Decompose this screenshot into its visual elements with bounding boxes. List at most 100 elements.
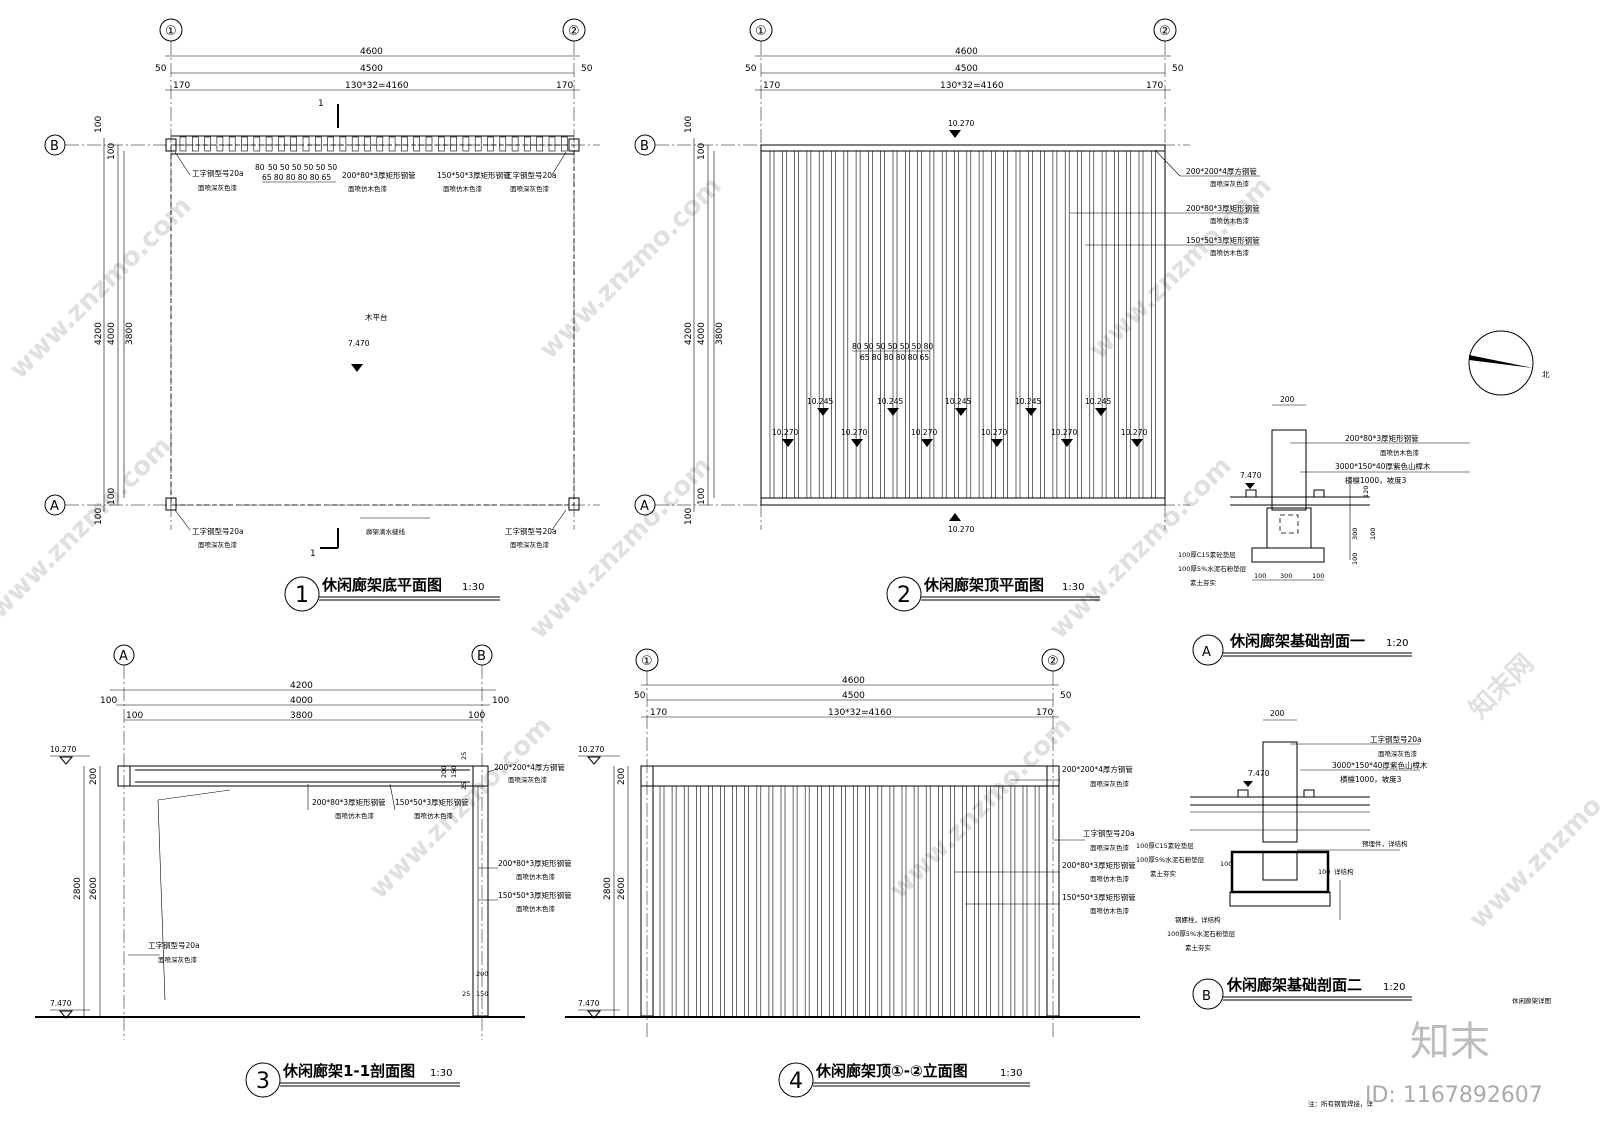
dim-100: 100: [697, 143, 707, 160]
note-paint: 面喷仿木色漆: [335, 811, 375, 820]
dim-200: 200: [476, 970, 488, 978]
dim-130x32: 130*32=4160: [940, 81, 1004, 91]
note-gutter: 廊架滴水缝线: [366, 527, 406, 536]
note-tube: 200*200*4厚方钢管: [494, 762, 565, 772]
note-tube: 150*50*3厚矩形钢管: [395, 797, 469, 807]
slat: [204, 136, 211, 152]
view-scale: 1:30: [1062, 582, 1084, 593]
view-a-foundation: 200 7.470 200*80*3厚矩形钢管 面喷仿木色漆 3000*150*…: [1178, 395, 1470, 666]
footing: [1230, 850, 1330, 894]
dim-50: 50: [745, 64, 757, 74]
dim-200: 200: [1270, 709, 1285, 718]
view-number: A: [1202, 645, 1211, 660]
view-number-circle: [1192, 634, 1224, 666]
north-arrow: 北: [1468, 330, 1550, 396]
slat: [228, 136, 236, 152]
view-title: 休闲廊架1-1剖面图: [282, 1062, 415, 1080]
dim-50: 50: [581, 64, 593, 74]
note-steel: 工字钢型号20a: [1370, 734, 1422, 744]
column: [568, 497, 580, 511]
slat: [388, 136, 396, 152]
note-paint: 面喷深灰色漆: [158, 955, 198, 964]
note-paint: 面喷深灰色漆: [1378, 749, 1418, 758]
note-tube: 200*200*4厚方钢管: [1186, 166, 1257, 176]
note-joist: 横檩1000，坡度3: [1340, 774, 1402, 784]
note-paint: 面喷仿木色漆: [1210, 216, 1250, 225]
dim-300: 300: [1351, 528, 1359, 540]
footing: [1266, 507, 1312, 549]
note-soil: 素土夯实: [1190, 578, 1217, 587]
note-paint: 面喷仿木色漆: [1090, 874, 1130, 883]
note-paint: 面喷仿木色漆: [1210, 248, 1250, 257]
elevation-slats: [659, 786, 1040, 1016]
note-tube: 200*200*4厚方钢管: [1062, 764, 1133, 774]
watermark-id: ID: 1167892607: [1365, 1083, 1543, 1108]
note-soil: 素土夯实: [1185, 943, 1212, 952]
dim-120: 120: [1362, 486, 1370, 498]
dim-170: 170: [650, 708, 667, 718]
dim-200: 200: [440, 766, 448, 778]
column: [165, 138, 177, 152]
level: 7.470: [578, 999, 600, 1008]
watermark-text: www.znzmo.com: [1084, 171, 1278, 365]
slat: [524, 136, 531, 152]
note-tube: 150*50*3厚矩形钢管: [1186, 235, 1260, 245]
slat: [437, 136, 445, 152]
slat: [216, 136, 224, 152]
slat: [511, 136, 519, 152]
footing-pad: [1251, 547, 1325, 563]
note-stone: 100厚5%水泥石粉垫层: [1178, 564, 1247, 573]
dim-150: 150: [476, 990, 488, 998]
dim-2600: 2600: [617, 877, 627, 900]
note-steel: 工字钢型号20a: [192, 526, 244, 536]
note-paint: 面喷仿木色漆: [348, 184, 388, 193]
dim-4500: 4500: [955, 64, 978, 74]
level: 10.245: [945, 397, 971, 406]
dim-4000: 4000: [107, 322, 117, 345]
watermark-text: www.znzmo.com: [524, 451, 718, 645]
level: 10.270: [948, 119, 974, 128]
dim-170: 170: [556, 81, 573, 91]
dim-3800: 3800: [290, 711, 313, 721]
dim-100: 100: [100, 696, 117, 706]
view-number: B: [1202, 989, 1211, 1004]
dim-100: 100: [1312, 572, 1324, 580]
dim-50: 50: [634, 691, 646, 701]
view-b-foundation: 200 7.470 工字钢型号20a 面喷深灰色漆 3000*150*40厚紫色…: [1136, 709, 1551, 1010]
note-tube: 200*80*3厚矩形钢管: [1186, 203, 1260, 213]
note-steel: 工字钢型号20a: [505, 526, 557, 536]
dim-2600: 2600: [89, 877, 99, 900]
level: 10.245: [877, 397, 903, 406]
note-tube: 200*80*3厚矩形钢管: [1062, 860, 1136, 870]
dim-200: 200: [89, 768, 99, 785]
dim-4600: 4600: [842, 676, 865, 686]
slat: [364, 136, 371, 152]
dim-4200: 4200: [684, 322, 694, 345]
view-number: 1: [295, 583, 309, 608]
axis-label-1: ①: [755, 24, 767, 39]
column-section: [1271, 429, 1307, 511]
slat: [278, 136, 285, 152]
dim-row: 80: [255, 163, 265, 172]
dim-row: 50 50 50 50 50 50: [268, 163, 337, 172]
note-paint: 面喷深灰色漆: [198, 183, 238, 192]
footing-pad: [1229, 891, 1331, 907]
dim-130x32: 130*32=4160: [345, 81, 409, 91]
level: 10.245: [1085, 397, 1111, 406]
dim-4600: 4600: [955, 47, 978, 57]
view-scale: 1:30: [430, 1068, 452, 1079]
note-deck: 木平台: [365, 312, 388, 322]
note-paint: 面喷深灰色漆: [1090, 843, 1130, 852]
slat: [450, 136, 457, 152]
axis-label-b: B: [640, 139, 649, 154]
watermark-text: 知末网: [1464, 649, 1540, 725]
level: 10.270: [981, 428, 1007, 437]
dim-170: 170: [1036, 708, 1053, 718]
level: 10.270: [1121, 428, 1147, 437]
slat: [241, 136, 248, 152]
slat: [302, 136, 310, 152]
note-steel: 工字钢型号20a: [148, 940, 200, 950]
view-title: 休闲廊架基础剖面一: [1229, 632, 1365, 650]
dim-4600: 4600: [360, 47, 383, 57]
